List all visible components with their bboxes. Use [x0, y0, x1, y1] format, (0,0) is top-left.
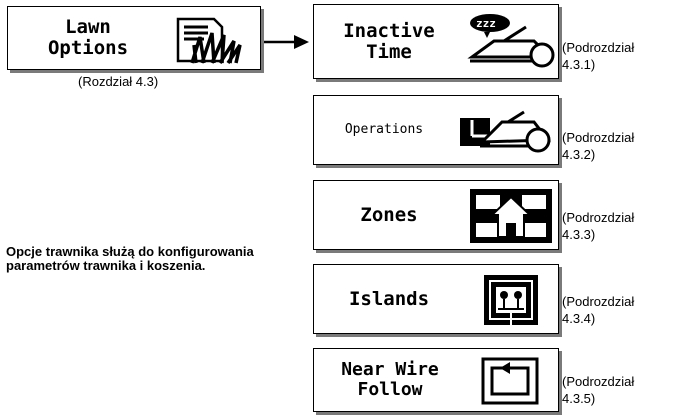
near-wire-follow-line1: Near Wire	[341, 359, 439, 381]
mower-operations-icon	[460, 110, 551, 153]
sleeping-mower-icon: zzz	[467, 14, 555, 68]
lawn-options-caption: (Rozdział 4.3)	[78, 74, 159, 89]
inactive-time-label: Inactive Time	[314, 5, 464, 78]
zones-caption-line1: (Podrozdział	[562, 210, 635, 225]
near-wire-follow-caption: (Podrozdział 4.3.5)	[562, 374, 634, 408]
islands-flowers-icon	[484, 275, 538, 325]
zones-line1: Zones	[360, 203, 418, 226]
operations-caption-line1: (Podrozdział	[562, 130, 635, 145]
operations-label: Operations	[314, 96, 454, 164]
svg-text:zzz: zzz	[476, 17, 496, 30]
inactive-time-caption-line2: 4.3.1)	[562, 56, 596, 72]
near-wire-follow-caption-line1: (Podrozdział	[562, 374, 635, 389]
grass-document-icon	[176, 17, 242, 64]
inactive-time-caption-line1: (Podrozdział	[562, 40, 635, 55]
islands-screen: Islands	[313, 264, 559, 334]
islands-caption: (Podrozdział 4.3.4)	[562, 294, 634, 328]
islands-caption-line1: (Podrozdział	[562, 294, 635, 309]
operations-caption-line2: 4.3.2)	[562, 146, 596, 162]
zones-house-icon	[470, 189, 552, 243]
description-text: Opcje trawnika służą do konfigurowania p…	[6, 244, 254, 273]
operations-caption: (Podrozdział 4.3.2)	[562, 130, 634, 164]
inactive-time-line2: Time	[366, 40, 412, 63]
zones-screen: Zones	[313, 180, 559, 250]
operations-line1: Operations	[344, 121, 424, 137]
near-wire-follow-label: Near Wire Follow	[314, 349, 466, 411]
near-wire-follow-caption-line2: 4.3.5)	[562, 390, 596, 406]
islands-line1: Islands	[348, 287, 430, 310]
inactive-time-screen: Inactive Time zzz	[313, 4, 559, 79]
islands-label: Islands	[314, 265, 464, 333]
inactive-time-line1: Inactive	[343, 19, 435, 42]
zones-caption: (Podrozdział 4.3.3)	[562, 210, 634, 244]
lawn-options-label: Lawn Options	[8, 7, 168, 69]
operations-screen: Operations	[313, 95, 559, 165]
lawn-options-line1: Lawn	[65, 16, 111, 39]
near-wire-follow-line2: Follow	[357, 379, 423, 400]
zones-caption-line2: 4.3.3)	[562, 226, 596, 242]
near-wire-follow-screen: Near Wire Follow	[313, 348, 559, 412]
zones-label: Zones	[314, 181, 464, 249]
lawn-options-screen: Lawn Options	[7, 6, 261, 70]
wire-follow-icon	[481, 357, 539, 405]
inactive-time-caption: (Podrozdział 4.3.1)	[562, 40, 634, 74]
islands-caption-line2: 4.3.4)	[562, 310, 596, 326]
arrow-right-icon	[264, 35, 309, 49]
lawn-options-line2: Options	[47, 37, 129, 59]
